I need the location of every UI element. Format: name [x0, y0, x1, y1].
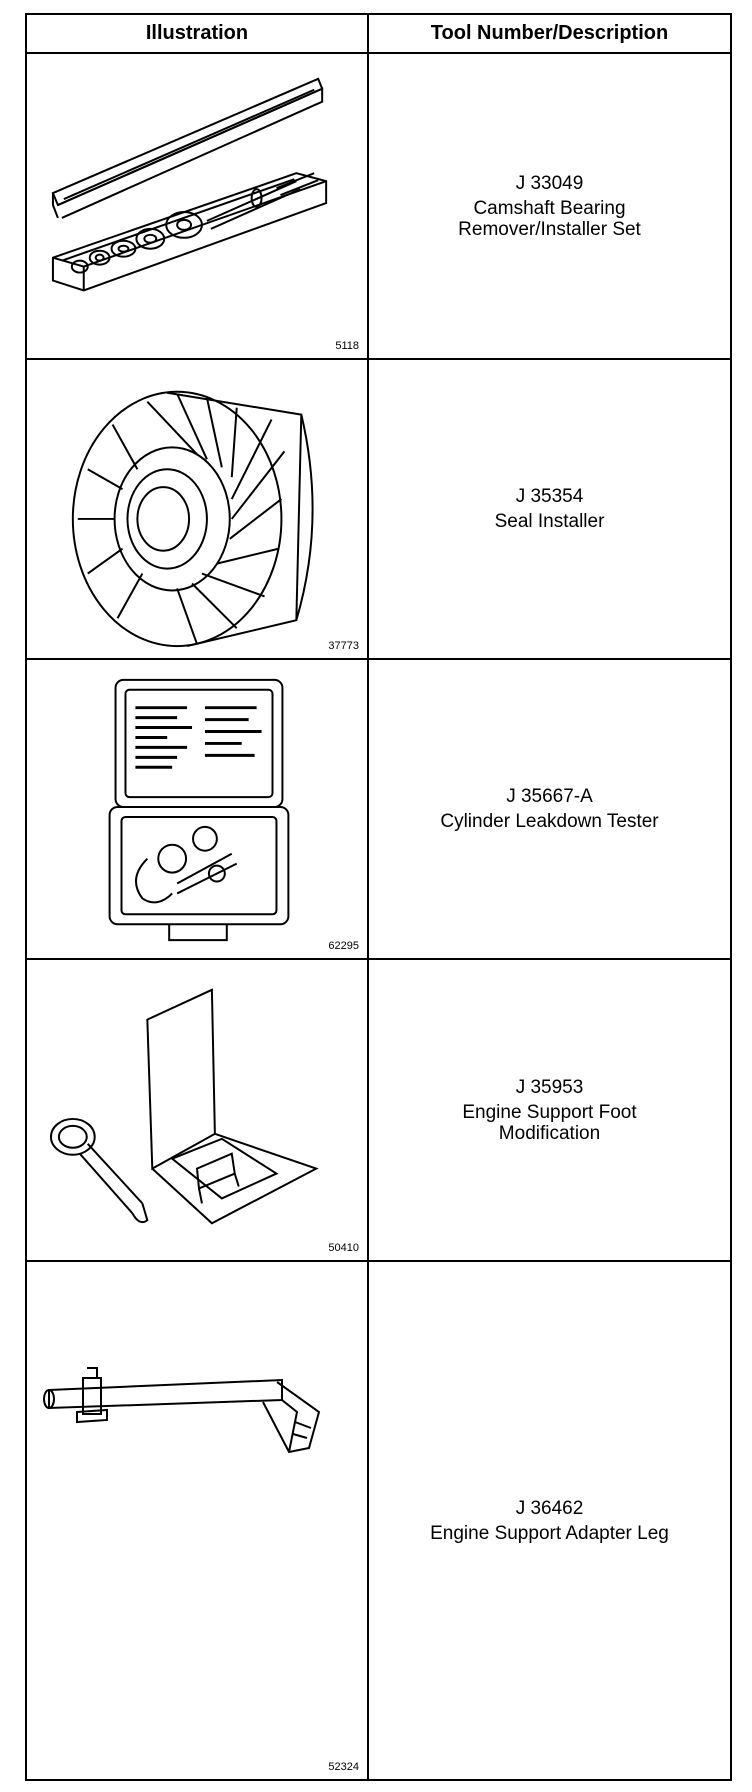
- tool-description: Camshaft Bearing Remover/Installer Set: [458, 197, 641, 240]
- table-row: 50410 J 35953 Engine Support Foot Modifi…: [27, 960, 730, 1262]
- adapter-leg-illustration: 52324: [27, 1262, 367, 1779]
- camshaft-bearing-set-illustration: 5118: [27, 54, 367, 358]
- figure-number: 50410: [328, 1242, 359, 1254]
- support-foot-illustration: 50410: [27, 960, 367, 1260]
- seal-installer-illustration: 37773: [27, 360, 367, 658]
- tool-description-cell: J 35667-A Cylinder Leakdown Tester: [369, 660, 730, 958]
- tool-description-cell: J 36462 Engine Support Adapter Leg: [369, 1262, 730, 1779]
- tool-description: Seal Installer: [494, 511, 605, 532]
- tool-description: Engine Support Foot Modification: [462, 1101, 637, 1144]
- table-row: 52324 J 36462 Engine Support Adapter Leg: [27, 1262, 730, 1779]
- header-illustration: Illustration: [145, 22, 249, 44]
- tool-number: J 35953: [515, 1076, 584, 1098]
- figure-number: 37773: [328, 640, 359, 652]
- tool-number: J 35667-A: [506, 786, 593, 807]
- table-row: 5118 J 33049 Camshaft Bearing Remover/In…: [27, 54, 730, 360]
- figure-number: 52324: [328, 1761, 359, 1773]
- column-divider: [367, 15, 369, 1779]
- tool-description-cell: J 35953 Engine Support Foot Modification: [369, 960, 730, 1260]
- tool-number: J 35354: [515, 486, 584, 507]
- table-header: Illustration Tool Number/Description: [27, 15, 730, 54]
- figure-number: 5118: [335, 340, 359, 352]
- table-row: 62295 J 35667-A Cylinder Leakdown Tester: [27, 660, 730, 960]
- table-row: 37773 J 35354 Seal Installer: [27, 360, 730, 660]
- tool-number: J 36462: [515, 1497, 584, 1519]
- figure-number: 62295: [328, 940, 359, 952]
- tool-number: J 33049: [515, 172, 584, 194]
- header-tool-description: Tool Number/Description: [430, 22, 669, 44]
- tool-description: Engine Support Adapter Leg: [430, 1522, 669, 1544]
- tool-description-cell: J 35354 Seal Installer: [369, 360, 730, 658]
- tool-description: Cylinder Leakdown Tester: [440, 811, 659, 832]
- tool-description-cell: J 33049 Camshaft Bearing Remover/Install…: [369, 54, 730, 358]
- tool-table: Illustration Tool Number/Description: [25, 13, 732, 1781]
- leakdown-tester-illustration: 62295: [27, 660, 367, 958]
